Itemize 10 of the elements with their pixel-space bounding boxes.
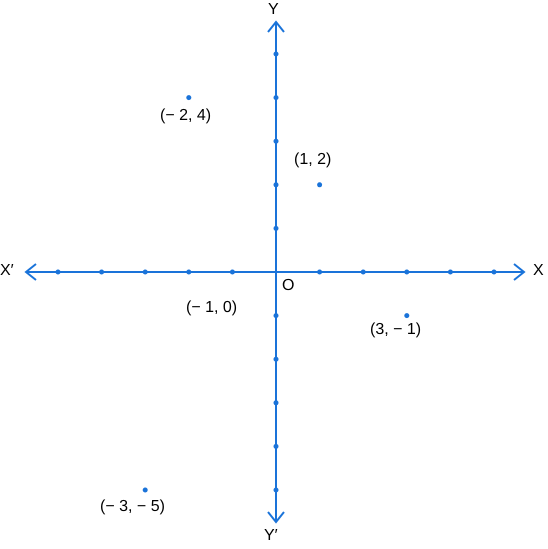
point-label: (− 2, 4) [160,106,212,126]
axis-label: X′ [0,261,14,281]
axis-label: X [533,261,544,281]
point-label: (3, − 1) [370,320,422,340]
point-label: (− 1, 0) [186,298,238,318]
point-label: (1, 2) [294,150,332,170]
axis-label: Y′ [264,526,278,546]
point-label: (− 3, − 5) [100,497,165,517]
origin-label: O [282,276,294,296]
axis-label: Y [268,0,279,20]
